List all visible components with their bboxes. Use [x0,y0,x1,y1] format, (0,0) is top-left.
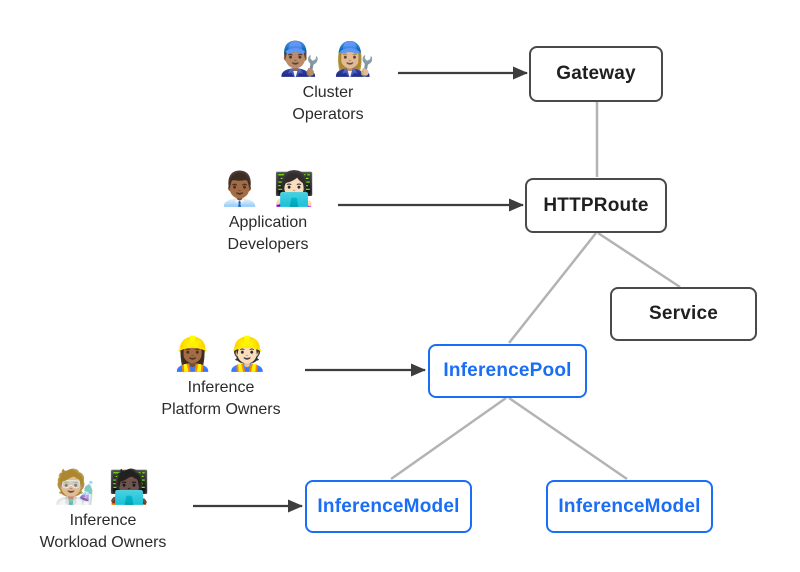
actor-cluster-operators: 👨🏽‍🔧 👩🏼‍🔧 Cluster Operators [218,38,438,126]
inference-platform-owners-label-line1: Inference [187,379,255,396]
inference-platform-owners-emoji-icon: 👷🏾‍♀️ 👷🏻 [172,335,270,372]
cluster-operators-label-line1: Cluster [302,84,354,101]
actor-inference-platform-owners: 👷🏾‍♀️ 👷🏻 Inference Platform Owners [111,333,331,421]
node-inferencemodel-left: InferenceModel [305,480,472,533]
actor-application-developers: 👨🏾‍💼 👩🏻‍💻 Application Developers [158,168,378,256]
cluster-operators-label-line2: Operators [292,106,364,123]
node-inferencemodel-right: InferenceModel [546,480,713,533]
edge-inferencepool-inferencemodel-left [390,396,507,481]
inference-workload-owners-label: Inference Workload Owners [0,510,213,554]
node-httproute: HTTPRoute [525,178,667,233]
edge-httproute-inferencepool [508,232,597,344]
node-inferencepool: InferencePool [428,344,587,398]
inference-workload-owners-emoji-icon: 🧑🏼‍🔬 🧑🏿‍💻 [54,468,152,505]
application-developers-label-line1: Application [228,214,308,231]
inference-workload-owners-label-line2: Workload Owners [39,534,167,551]
inference-platform-owners-label-line2: Platform Owners [161,401,281,418]
edge-httproute-service [597,231,681,289]
node-gateway: Gateway [529,46,663,102]
application-developers-label-line2: Developers [227,236,309,253]
node-service: Service [610,287,757,341]
edge-inferencepool-inferencemodel-right [508,396,628,481]
cluster-operators-label: Cluster Operators [218,82,438,126]
actor-inference-workload-owners: 🧑🏼‍🔬 🧑🏿‍💻 Inference Workload Owners [0,466,213,554]
application-developers-emoji-icon: 👨🏾‍💼 👩🏻‍💻 [219,170,317,207]
application-developers-label: Application Developers [158,212,378,256]
cluster-operators-emoji-icon: 👨🏽‍🔧 👩🏼‍🔧 [279,40,377,77]
inference-workload-owners-label-line1: Inference [69,512,137,529]
inference-platform-owners-label: Inference Platform Owners [111,377,331,421]
